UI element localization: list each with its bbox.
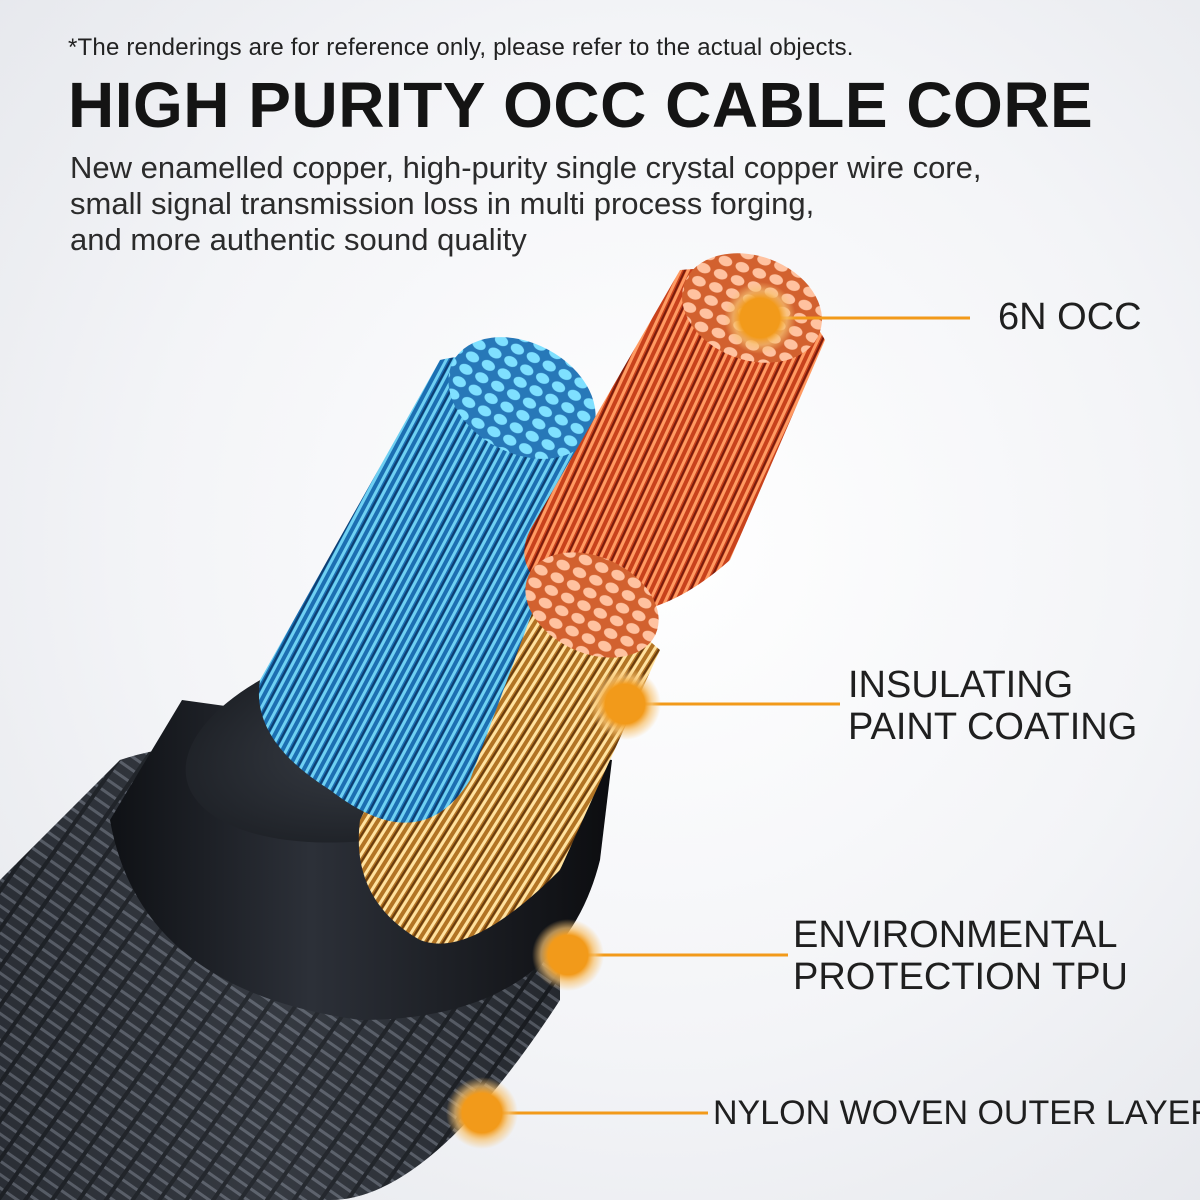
callout-line: INSULATING (848, 664, 1074, 706)
description-line: New enamelled copper, high-purity single… (70, 150, 982, 185)
callout-label-nylon: NYLON WOVEN OUTER LAYER (713, 1092, 1200, 1134)
callout-dot-paint (589, 668, 661, 740)
callout-dot-nylon (446, 1077, 518, 1149)
description: New enamelled copper, high-purity single… (70, 150, 982, 258)
description-line: small signal transmission loss in multi … (70, 186, 815, 221)
callout-line: NYLON WOVEN OUTER LAYER (713, 1094, 1200, 1132)
callout-label-paint-coating: INSULATING PAINT COATING (848, 664, 1137, 748)
page-title: HIGH PURITY OCC CABLE CORE (68, 69, 1094, 141)
callout-line: ENVIRONMENTAL (793, 914, 1118, 956)
callout-label-occ: 6N OCC (998, 296, 1142, 338)
callout-line: 6N OCC (998, 296, 1142, 338)
disclaimer-note: *The renderings are for reference only, … (68, 34, 854, 61)
description-line: and more authentic sound quality (70, 222, 527, 257)
callout-line: PAINT COATING (848, 706, 1138, 748)
callout-dot-occ (724, 282, 796, 354)
callout-dot-tpu (532, 919, 604, 991)
callout-line: PROTECTION TPU (793, 956, 1128, 998)
callout-label-tpu: ENVIRONMENTAL PROTECTION TPU (793, 914, 1128, 998)
blue-conductor (258, 356, 600, 823)
